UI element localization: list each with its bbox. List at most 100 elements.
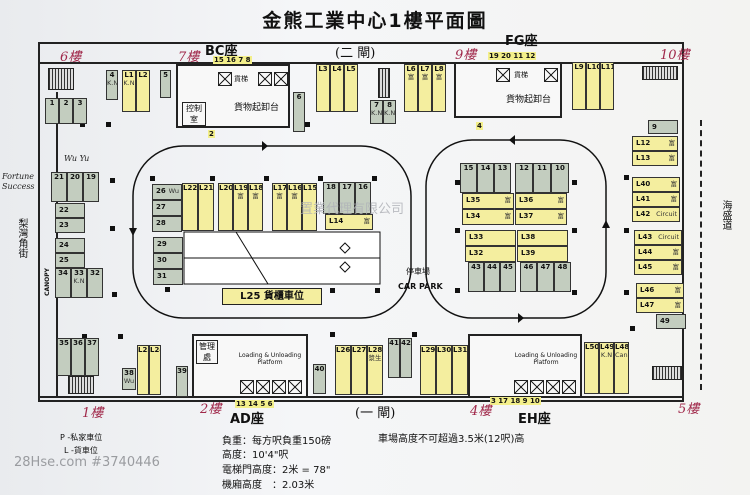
lorry-stall: L21 (198, 183, 214, 231)
stall-number: 21 (54, 173, 64, 181)
staircase-icon (652, 366, 682, 380)
private-car-stall: 42 (400, 338, 412, 378)
stall-number: L7 (420, 65, 430, 73)
private-car-stall: 23 (55, 218, 85, 233)
stall-number: 17 (342, 183, 352, 191)
ramp-marker (339, 242, 351, 254)
direction-arrow (518, 313, 524, 323)
lorry-stall: L38 (517, 230, 568, 246)
stall-tenant-note: 富 (557, 212, 565, 220)
private-car-stall: 44 (484, 262, 500, 292)
private-car-stall: 27 (152, 200, 182, 216)
private-car-stall: 11 (533, 163, 551, 193)
stall-number: 36 (73, 339, 83, 347)
stall-number: L43 (638, 233, 653, 241)
right-loop-road (425, 139, 607, 319)
lorry-stall: L48Canaan (614, 342, 629, 394)
street-left-label: 梨灣角街 (16, 218, 27, 258)
lift-label: 貨梯 (514, 71, 528, 79)
management-office: 管理處 (196, 340, 218, 364)
lift-icon (496, 68, 510, 82)
lift-icon (272, 380, 286, 394)
stall-number: L44 (638, 248, 653, 256)
stall-number: 12 (519, 164, 529, 172)
column-pillar (455, 228, 460, 233)
lorry-stall: L32 (465, 246, 516, 262)
column-pillar (112, 292, 117, 297)
block-ad-label: AD座 (230, 412, 264, 427)
stall-number: L28 (368, 346, 383, 354)
stall-number: 47 (540, 263, 551, 271)
ad-lift-numbers: 13 14 5 6 (235, 400, 274, 408)
stall-number: L35 (466, 196, 481, 204)
stall-number: L1 (124, 71, 134, 79)
stall-tenant-note: K.N (384, 109, 396, 117)
lift-icon (288, 380, 302, 394)
loading-platform-label: Loading & Unloading Platform (514, 352, 578, 366)
stall-number: L10 (587, 63, 600, 71)
stall-number: L41 (636, 195, 651, 203)
column-pillar (412, 332, 417, 337)
stall-tenant-note: 富 (504, 196, 512, 204)
gate-2-label: (二 閘) (335, 46, 376, 61)
top-wall (38, 62, 684, 64)
column-pillar (82, 334, 87, 339)
column-pillar (630, 326, 635, 331)
stall-number: 9 (652, 123, 657, 131)
column-pillar (330, 332, 335, 337)
stall-number: 15 (463, 164, 474, 172)
lorry-stall: L5 (344, 64, 358, 112)
lorry-stall: L26 (335, 345, 351, 395)
lorry-stall: L9 (572, 62, 586, 110)
listing-watermark: 28Hse.com #3740446 (14, 455, 160, 470)
legend-private: P -私家車位 (60, 433, 103, 442)
stall-number: L13 (636, 154, 651, 162)
private-car-stall: 21 (51, 172, 67, 202)
stall-number: 25 (59, 256, 69, 264)
stall-tenant-note: 漿生 (368, 354, 382, 362)
stall-tenant-note: 富 (672, 263, 680, 271)
ad-core: 管理處 Loading & Unloading Platform (192, 334, 308, 398)
column-pillar (624, 290, 629, 295)
staircase-icon (68, 376, 94, 394)
ramp-marker (339, 261, 351, 273)
stall-number: 49 (660, 317, 670, 325)
stall-number: 29 (157, 240, 167, 248)
spec-height: 高度：10'4"呎 (222, 450, 289, 461)
private-car-stall: 39 (176, 366, 188, 397)
fg-lift-numbers: 19 20 11 12 (488, 52, 537, 60)
lorry-stall: L27 (351, 345, 367, 395)
staircase-icon (378, 68, 390, 98)
private-car-stall: 31 (153, 269, 183, 285)
tenant-note: Wu Yu (64, 154, 90, 163)
private-car-stall: 25 (55, 253, 85, 268)
lorry-stall: L3 (316, 64, 330, 112)
lorry-stall: L31 (452, 345, 468, 395)
loading-bay-label: 貨物起卸台 (234, 103, 280, 113)
loading-bay-label: 貨物起卸台 (506, 95, 552, 105)
stall-tenant-note: 富 (237, 192, 244, 200)
direction-arrow (262, 141, 268, 151)
direction-arrow (602, 220, 610, 228)
control-room: 控制室 (182, 102, 206, 126)
stall-tenant-note: 富 (672, 248, 680, 256)
lift-icon (530, 380, 544, 394)
stall-number: 33 (74, 269, 84, 277)
stall-number: 31 (157, 272, 167, 280)
lift-icon (256, 380, 270, 394)
stall-number: 26 (156, 187, 166, 195)
private-car-stall: 20 (67, 172, 83, 202)
private-car-stall: 32 (87, 268, 103, 298)
stall-number: L50 (585, 343, 599, 351)
stall-number: L11 (601, 63, 614, 71)
